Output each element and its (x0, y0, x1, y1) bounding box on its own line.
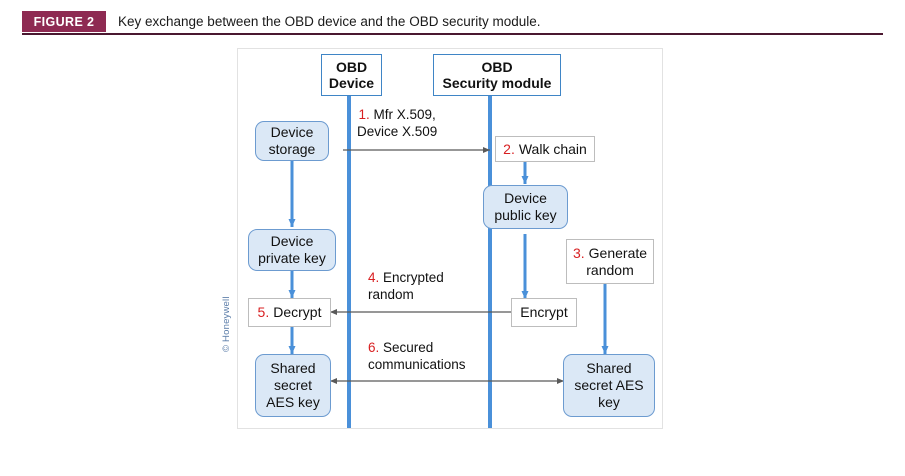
node-device-public-key-line1: Device (504, 190, 547, 206)
figure-caption-bar: FIGURE 2 Key exchange between the OBD de… (22, 11, 883, 35)
node-device-private-key-line1: Device (270, 233, 314, 249)
node-shared-secret-aes-key-right-line2: secret AES (574, 377, 644, 393)
message-4-line2: random (368, 287, 414, 302)
node-walk-chain-step-number: 2. (503, 140, 515, 157)
node-device-storage-line2: storage (268, 141, 316, 157)
figure-diagram-frame: OBD Device OBD Security module Device st… (237, 48, 663, 429)
message-4-step-number: 4. (368, 270, 380, 285)
copyright-credit: © Honeywell (221, 296, 232, 352)
message-1-line2: Device X.509 (357, 124, 438, 139)
node-shared-secret-aes-key-right[interactable]: Shared secret AES key (563, 354, 655, 417)
node-walk-chain-label: Walk chain (518, 140, 587, 157)
node-generate-random-line2: random (586, 261, 634, 278)
node-generate-random[interactable]: 3. Generate random (566, 239, 654, 284)
node-decrypt-label: Decrypt (273, 304, 322, 320)
node-encrypt[interactable]: Encrypt (511, 298, 577, 327)
node-encrypt-label: Encrypt (520, 304, 568, 320)
caption-divider-rule (22, 33, 883, 35)
message-1-line1: Mfr X.509, (369, 107, 436, 122)
node-shared-secret-aes-key-right-line1: Shared (586, 360, 632, 376)
node-shared-secret-aes-key-left-line1: Shared (270, 360, 316, 376)
node-device-public-key-line2: public key (494, 207, 557, 223)
figure-caption-text: Key exchange between the OBD device and … (118, 14, 541, 29)
node-decrypt-step-number: 5. (257, 304, 270, 320)
node-device-storage-line1: Device (270, 124, 314, 140)
node-generate-random-step-number: 3. (572, 244, 585, 261)
node-shared-secret-aes-key-right-line3: key (598, 394, 620, 410)
message-label-6-row1: 6. Secured (368, 339, 466, 356)
node-device-private-key[interactable]: Device private key (248, 229, 336, 271)
node-shared-secret-aes-key-left[interactable]: Shared secret AES key (255, 354, 331, 417)
message-label-1: 1. Mfr X.509, Device X.509 (357, 106, 437, 140)
message-1-step-number: 1. (358, 107, 370, 122)
node-generate-random-line1: Generate (588, 244, 648, 261)
lane-header-obd-security[interactable]: OBD Security module (433, 54, 561, 96)
lane-header-obd-device[interactable]: OBD Device (321, 54, 382, 96)
node-shared-secret-aes-key-left-line3: AES key (266, 394, 320, 410)
lane-header-obd-device-line2: Device (328, 75, 375, 91)
node-device-public-key[interactable]: Device public key (483, 185, 568, 229)
lane-header-obd-device-line1: OBD (335, 59, 368, 75)
message-6-line2: communications (368, 357, 466, 372)
message-6-step-number: 6. (368, 340, 380, 355)
lane-header-obd-security-line2: Security module (442, 75, 552, 91)
message-label-6: 6. Secured communications (368, 339, 466, 373)
message-label-1-row1: 1. Mfr X.509, (357, 106, 437, 123)
node-generate-random-top: 3. Generate (573, 245, 647, 262)
figure-number-badge: FIGURE 2 (22, 11, 106, 32)
message-4-line1: Encrypted (379, 270, 444, 285)
node-walk-chain[interactable]: 2. Walk chain (495, 136, 595, 162)
node-shared-secret-aes-key-left-line2: secret (273, 377, 313, 393)
lane-header-obd-security-line1: OBD (481, 59, 513, 75)
message-label-4: 4. Encrypted random (368, 269, 444, 303)
message-6-line1: Secured (379, 340, 434, 355)
node-decrypt[interactable]: 5. Decrypt (248, 298, 331, 327)
node-device-private-key-line2: private key (258, 250, 326, 266)
message-label-4-row1: 4. Encrypted (368, 269, 444, 286)
node-device-storage[interactable]: Device storage (255, 121, 329, 161)
